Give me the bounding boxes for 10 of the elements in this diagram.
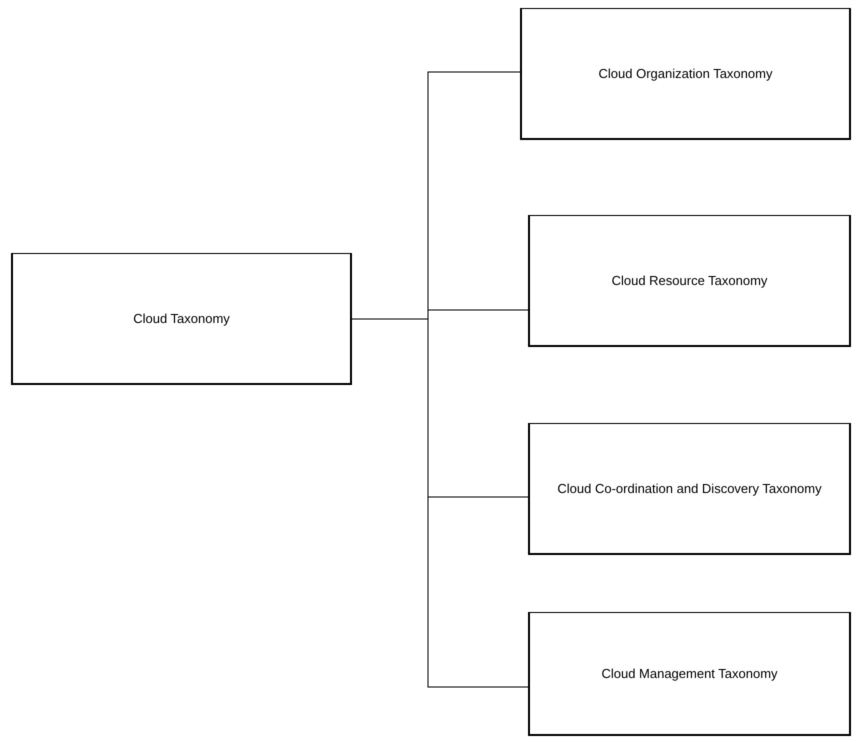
box-label: Cloud Organization Taxonomy: [598, 66, 772, 82]
box-label: Cloud Management Taxonomy: [601, 666, 778, 682]
box-label: Cloud Resource Taxonomy: [612, 272, 768, 288]
box-label: Cloud Co-ordination and Discovery Taxonomy: [557, 480, 822, 496]
box-label: Cloud Taxonomy: [133, 310, 230, 326]
process-box: [11, 253, 352, 385]
process-box: [528, 612, 851, 736]
process-box: [528, 423, 851, 555]
process-box: [528, 215, 851, 347]
process-box: [520, 8, 851, 140]
